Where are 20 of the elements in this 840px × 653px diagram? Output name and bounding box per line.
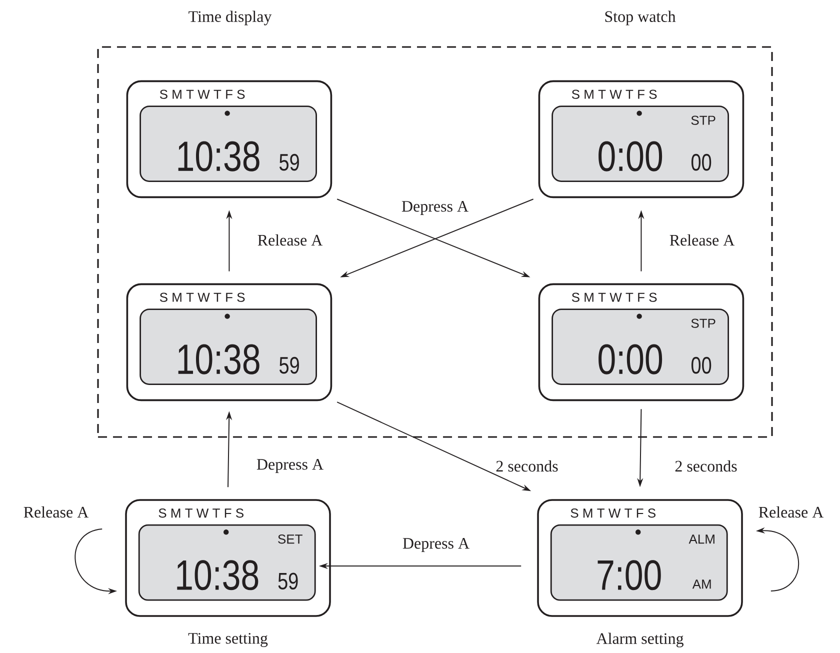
edge-label: Depress A xyxy=(400,536,472,554)
edge-label: Release A xyxy=(256,232,324,248)
watch-display: S M T W T F S STP 0:00 00 xyxy=(538,80,744,198)
heading: Stop watch xyxy=(605,10,676,26)
watch-display: S M T W T F S 10:38 59 xyxy=(126,283,332,402)
dashed-frame xyxy=(97,46,773,438)
watch-display: S M T W T F S ALM 7:00 AM xyxy=(537,499,743,617)
heading: Time setting xyxy=(188,633,268,648)
edge-label: Release A xyxy=(668,232,736,248)
heading: Time display xyxy=(188,10,272,26)
heading: Alarm setting xyxy=(596,632,684,648)
edge-label: Depress A xyxy=(254,458,326,474)
watch-display: S M T W T F S 10:38 59 xyxy=(126,80,332,198)
edge-label: Release A xyxy=(22,504,90,520)
edge-label: Release A xyxy=(756,504,826,520)
edge-label: 2 seconds xyxy=(494,458,560,474)
watch-display: S M T W T F S STP 0:00 00 xyxy=(538,283,744,402)
edge-label: Depress A xyxy=(400,200,470,216)
watch-display: S M T W T F S SET 10:38 59 xyxy=(125,499,331,617)
edge-label: 2 seconds xyxy=(673,458,739,474)
